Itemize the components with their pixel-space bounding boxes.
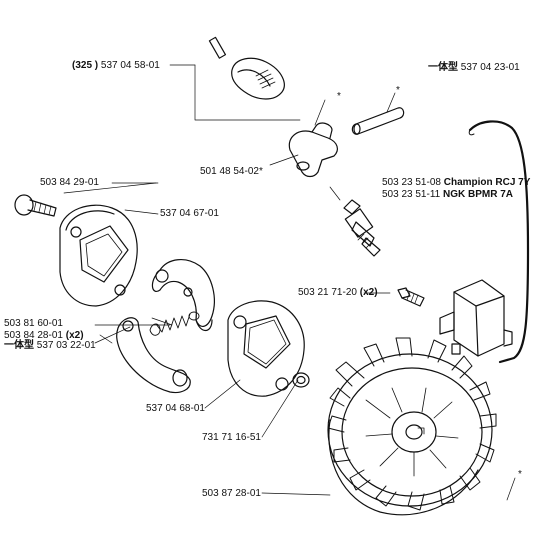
- label-flywheel: 503 87 28-01: [202, 488, 261, 499]
- asterisk-coil: *: [518, 469, 522, 480]
- clutch-spring: [149, 311, 200, 336]
- nut-part: [292, 372, 310, 388]
- label-plate-2: 537 04 68-01: [146, 403, 205, 414]
- label-nut: 731 71 16-51: [202, 432, 261, 443]
- label-washer: 503 84 28-01 (x2): [4, 330, 84, 341]
- clutch-plate-2: [227, 300, 305, 397]
- asterisk-boot: *: [337, 91, 341, 102]
- ignition-wire: [468, 120, 530, 364]
- leader-lines: [63, 64, 516, 501]
- label-plug-b: 503 23 51-11 NGK BPMR 7A: [382, 189, 513, 200]
- label-boot: 501 48 54-02*: [200, 166, 263, 177]
- label-coil-screw: 503 21 71-20 (x2): [298, 287, 378, 298]
- asterisk-tube: *: [396, 85, 400, 96]
- flywheel-part: [327, 337, 497, 516]
- label-screw: 503 84 29-01: [40, 177, 99, 188]
- screw-part: [14, 194, 57, 217]
- spark-plug-part: [343, 199, 381, 257]
- clutch-plate-1: [59, 204, 138, 307]
- label-plate-1: 537 04 67-01: [160, 208, 219, 219]
- label-shoe: 一体型 537 03 22-01: [4, 340, 96, 351]
- clutch-shoe-lower: [116, 317, 191, 394]
- ignition-coil-part: [439, 279, 513, 357]
- coil-screw-part: [397, 287, 425, 307]
- label-wire-top: 一体型 537 04 23-01: [428, 62, 520, 73]
- label-spark-cap: (325 ) 537 04 58-01: [72, 60, 160, 71]
- label-spring: 503 81 60-01: [4, 318, 63, 329]
- spark-boot-part: [288, 122, 338, 178]
- label-plug-a: 503 23 51-08 Champion RCJ 7Y: [382, 177, 531, 188]
- wire-tube-part: [351, 107, 405, 135]
- spark-cap-part: [208, 36, 285, 100]
